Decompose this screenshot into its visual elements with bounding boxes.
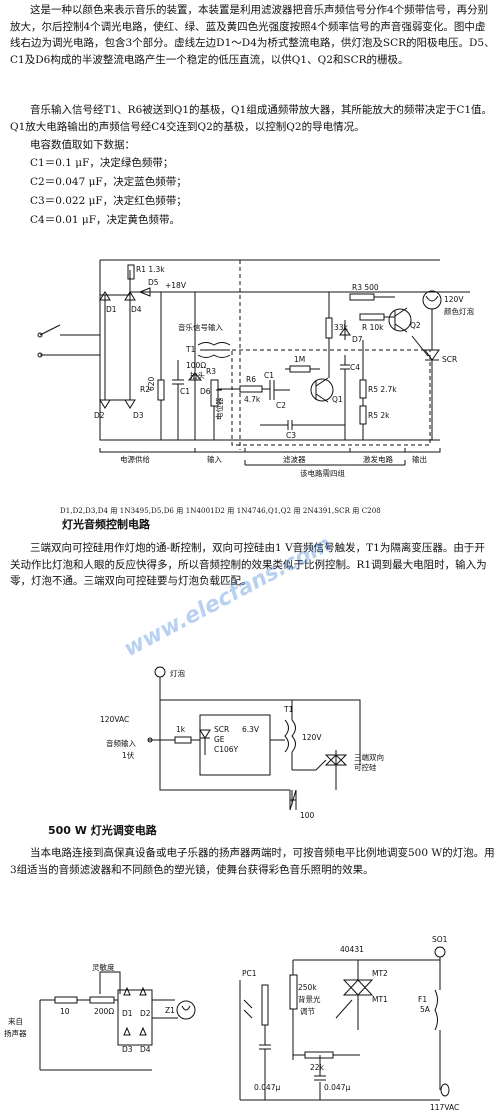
fig1-section-input: 输入 (207, 454, 222, 464)
fig1-label-d2: D2 (94, 411, 105, 420)
fig2-label-ge: GE (214, 735, 225, 744)
stage-lighting-paragraph: 当本电路连接到高保真设备或电子乐器的扬声器两端时，可按音频电平比例地调变500 … (10, 847, 495, 876)
fig1-section-power: 电源供给 (120, 454, 150, 464)
fig1-label-r2: R2 (140, 385, 150, 394)
fig1-label-scr: SCR (442, 355, 457, 364)
fig2-label-1v: 1伏 (122, 750, 135, 760)
fig1-label-33k: 33k (334, 323, 349, 332)
fig1-group-label: 该电路需四组 (300, 468, 345, 478)
fig2-label-triac-2: 可控硅 (354, 762, 377, 772)
fig3-label-c047b: 0.047μ (324, 1083, 350, 1092)
fig2-caption: 500 W 灯光调变电路 (48, 824, 157, 837)
fig2-label-120vac: 120VAC (100, 715, 129, 724)
fig1-label-d5: D5 (148, 278, 159, 287)
fig3-label-bg-1: 背景光 (298, 994, 321, 1004)
fig2-label-c106y: C106Y (214, 745, 239, 754)
fig1-section-filter: 滤波器 (283, 454, 306, 464)
intro-paragraph-1: 这是一种以颜色来表示音乐的装置，本装置是利用滤波器把音乐声频信号分作4个频带信号… (10, 4, 495, 66)
fig1-label-q2: Q2 (410, 321, 421, 330)
fig1-label-lamp-color: 颜色灯泡 (444, 306, 474, 316)
fig1-label-r10k: R 10k (362, 323, 384, 332)
intro-paragraph-2: 音乐输入信号经T1、R6被送到Q1的基极，Q1组成通频带放大器，其所能放大的频带… (10, 104, 493, 133)
fig2-label-120v: 120V (302, 733, 322, 742)
fig1-label-t1: T1 (185, 345, 196, 354)
fig3-label-so1: SO1 (432, 935, 448, 944)
fig3-label-mt1: MT1 (372, 995, 388, 1004)
fig2-schematic: 灯泡 120VAC 音频输入 1伏 1k SCR GE C106Y 6.3V T… (100, 666, 384, 820)
fig3-label-z1: Z1 (165, 1006, 175, 1015)
fig3-label-40431: 40431 (340, 945, 364, 954)
fig1-label-d4: D4 (131, 305, 142, 314)
capacitor-list-title: 电容数值取如下数据： (30, 139, 135, 151)
fig1-label-1m: 1M (294, 355, 305, 364)
fig1-label-ohm: 100Ω (186, 361, 206, 370)
fig1-label-d7: D7 (352, 335, 363, 344)
fig1-label-d3: D3 (133, 411, 144, 420)
fig1-label-r27k: R5 2.7k (368, 385, 397, 394)
fig2-label-63v: 6.3V (242, 725, 260, 734)
fig3-label-250k: 250k (298, 983, 317, 992)
fig1-label-q1: Q1 (332, 395, 343, 404)
fig1-label-music-in: 音乐信号输入 (178, 322, 223, 332)
fig1-label-c1: C1 (180, 387, 190, 396)
fig3-label-d2: D2 (140, 1009, 151, 1018)
fig2-label-t1: T1 (283, 705, 294, 714)
fig1-label-c2: C2 (276, 401, 286, 410)
fig1-section-output: 输出 (412, 454, 427, 464)
capacitor-item-1: C1＝0.1 μF，决定绿色频带； (30, 157, 174, 169)
fig1-label-r6v: 4.7k (244, 395, 261, 404)
fig1-label-r6: R6 (246, 375, 256, 384)
fig3-label-pc1: PC1 (242, 969, 257, 978)
fig1-label-d1: D1 (106, 305, 117, 314)
fig3-label-d3: D3 (122, 1045, 133, 1054)
fig1-label-plus18: +18V (165, 281, 187, 290)
fig3-label-5a: 5A (420, 1005, 431, 1014)
fig3-label-10: 10 (60, 1007, 70, 1016)
fig1-schematic: R1 1.3k D5 +18V D1 D4 D2 D3 R2 620 C1 D6… (37, 259, 474, 478)
fig3-label-22k: 22k (310, 1063, 325, 1072)
fig1-parts-note: D1,D2,D3,D4 用 1N3495,D5,D6 用 1N4001D2 用 … (60, 507, 381, 515)
fig2-label-triac-1: 三端双向 (354, 752, 384, 762)
fig1-label-tap: 抽头 (190, 370, 205, 380)
fig1-label-r3v: 电位器 (214, 397, 224, 420)
fig3-label-mt2: MT2 (372, 969, 388, 978)
triac-paragraph: 三端双向可控硅用作灯炮的通-断控制，双向可控硅由1 V音频信号触发，T1为隔离变… (10, 542, 487, 587)
fig2-label-scr: SCR (214, 725, 229, 734)
fig3-label-f1: F1 (418, 995, 427, 1004)
fig2-label-1k: 1k (176, 725, 186, 734)
fig3-label-200: 200Ω (94, 1007, 114, 1016)
fig1-label-r1: R1 1.3k (136, 265, 165, 274)
fig3-label-src-1: 来自 (8, 1016, 23, 1026)
capacitor-item-4: C4＝0.01 μF，决定黄色频带。 (30, 214, 181, 226)
capacitor-item-2: C2＝0.047 μF，决定蓝色频带； (30, 176, 187, 188)
fig3-label-d1: D1 (122, 1009, 133, 1018)
fig3-schematic: 灵敏度 10 200Ω 来自 扬声器 D1 D2 D3 D4 Z1 PC1 25… (4, 935, 459, 1112)
fig3-label-sens: 灵敏度 (92, 962, 115, 972)
fig1-label-r3: R3 (206, 367, 216, 376)
fig1-label-lamp: 120V (444, 295, 464, 304)
fig1-label-c3: C3 (286, 431, 296, 440)
capacitor-item-3: C3＝0.022 μF，决定红色频带； (30, 195, 187, 207)
fig1-label-r2k: R5 2k (368, 411, 390, 420)
fig1-label-r500: R3 500 (352, 283, 379, 292)
fig1-label-c4: C4 (350, 363, 360, 372)
fig1-caption: 灯光音频控制电路 (62, 518, 150, 531)
fig2-label-lamp: 灯泡 (170, 668, 185, 678)
fig2-label-audio-in: 音频输入 (106, 738, 136, 748)
fig3-label-c047a: 0.047μ (254, 1083, 280, 1092)
fig3-label-src-2: 扬声器 (4, 1028, 27, 1038)
fig1-label-c1b: C1 (264, 371, 274, 380)
fig3-label-bg-2: 调节 (300, 1007, 315, 1016)
fig1-label-d6: D6 (200, 387, 211, 396)
fig1-label-r2v: 620 (147, 376, 156, 391)
fig3-label-117vac: 117VAC (430, 1103, 459, 1112)
fig1-section-trigger: 激发电路 (363, 454, 393, 464)
fig2-label-100: 100 (300, 811, 315, 820)
fig3-label-d4: D4 (140, 1045, 151, 1054)
